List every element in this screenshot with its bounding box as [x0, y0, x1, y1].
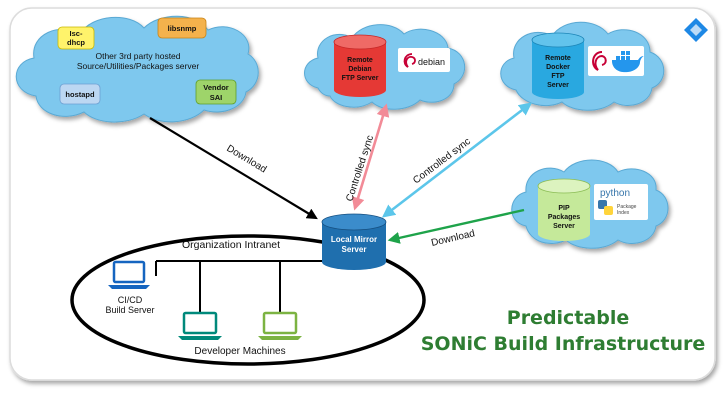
debian-server-line2: Debian	[348, 66, 371, 73]
debian-logo: debian	[398, 48, 450, 72]
developer-laptop-lime-icon	[258, 311, 302, 340]
python-logo: python Package Index	[594, 184, 648, 220]
vendor-sai-line1: Vendor	[203, 83, 229, 92]
debian-swirl-icon	[403, 53, 416, 68]
isc-dhcp-line2: dhcp	[67, 38, 85, 47]
isc-dhcp-box: Isc- dhcp	[57, 26, 95, 50]
isc-dhcp-line1: Isc-	[70, 29, 83, 38]
docker-ftp-server: Remote Docker FTP Server	[531, 32, 585, 99]
vendor-sai-line2: SAI	[210, 93, 223, 102]
corner-logo-icon	[684, 18, 708, 42]
docker-server-line2: Docker	[546, 64, 570, 71]
local-mirror-server: Local Mirror Server	[321, 213, 387, 270]
developer-laptop-teal-icon	[178, 311, 222, 340]
cloud-caption-line2: Source/Utilities/Packages server	[77, 61, 200, 71]
vendor-sai-box: Vendor SAI	[195, 79, 237, 105]
intranet-label: Organization Intranet	[182, 239, 280, 251]
docker-server-line3: FTP	[551, 73, 565, 80]
cicd-laptop-icon	[108, 260, 150, 289]
third-party-cloud: Other 3rd party hosted Source/Utilities/…	[15, 15, 259, 123]
title-line2: SONiC Build Infrastructure	[421, 333, 706, 355]
cicd-label-line1: CI/CD	[118, 295, 143, 305]
docker-server-line4: Server	[547, 82, 569, 89]
organization-intranet: Organization Intranet	[70, 234, 426, 366]
python-logo-sub1: Package	[617, 204, 637, 210]
mirror-line2: Server	[342, 245, 367, 254]
mirror-line1: Local Mirror	[331, 235, 377, 244]
debian-ftp-server: Remote Debian FTP Server	[333, 34, 387, 97]
cicd-label-line2: Build Server	[105, 305, 154, 315]
title-line1: Predictable	[507, 307, 629, 329]
python-snakes-icon	[598, 200, 613, 215]
hostapd-label: hostapd	[65, 90, 95, 99]
python-logo-word: python	[600, 188, 630, 199]
hostapd-box: hostapd	[59, 83, 101, 105]
libsnmp-box: libsnmp	[157, 17, 207, 39]
developer-machines-label: Developer Machines	[194, 346, 285, 357]
python-logo-sub2: Index	[617, 210, 630, 216]
libsnmp-label: libsnmp	[168, 24, 197, 33]
debian-logo-text: debian	[418, 57, 445, 67]
pip-server-line2: Packages	[548, 214, 580, 221]
pip-server-line3: Server	[553, 223, 575, 230]
debian-swirl-icon-small	[592, 51, 607, 71]
pip-packages-server: PIP Packages Server	[537, 178, 591, 241]
debian-server-line3: FTP Server	[342, 75, 379, 82]
cloud-caption-line1: Other 3rd party hosted	[95, 51, 180, 61]
docker-whale-icon	[612, 51, 644, 73]
docker-server-line1: Remote	[545, 55, 571, 62]
pip-server-line1: PIP	[558, 205, 570, 212]
debian-docker-logo	[588, 46, 644, 76]
debian-server-line1: Remote	[347, 57, 373, 64]
